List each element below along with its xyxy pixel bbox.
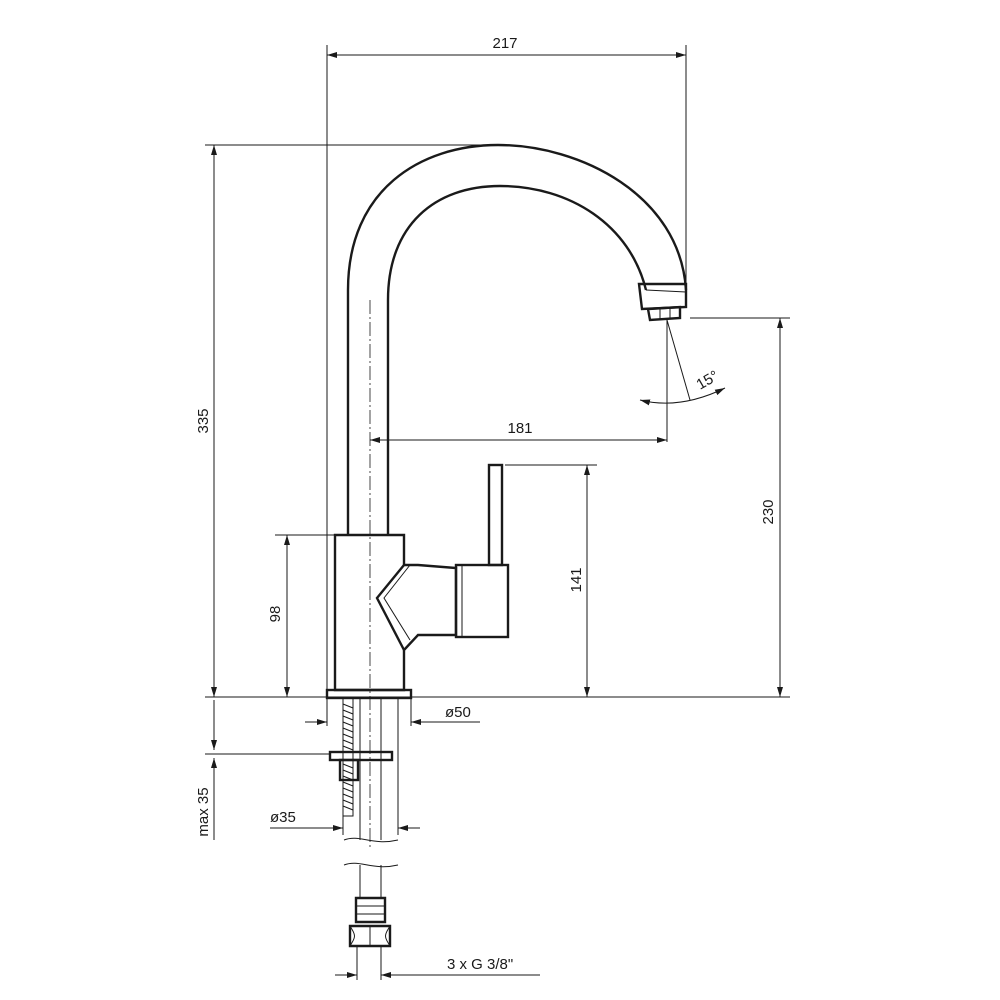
dim-total-width: 217 bbox=[492, 35, 517, 52]
threaded-rod bbox=[342, 697, 354, 817]
dim-body-height: 98 bbox=[267, 606, 284, 623]
dim-hole-diameter: ø35 bbox=[270, 809, 296, 826]
dim-connections: 3 x G 3/8" bbox=[447, 956, 513, 973]
mounting-nut bbox=[338, 758, 360, 782]
dim-lever-height: 141 bbox=[568, 567, 585, 592]
dim-total-height: 335 bbox=[195, 408, 212, 433]
spout-outer bbox=[346, 143, 688, 535]
hose-connector bbox=[348, 896, 392, 948]
lever-handle bbox=[454, 563, 510, 639]
lever-stick bbox=[487, 463, 504, 567]
dim-spout-angle: 15° bbox=[694, 367, 722, 393]
base-plate bbox=[325, 688, 413, 700]
spout-inner bbox=[386, 184, 648, 535]
dim-spout-reach: 181 bbox=[507, 420, 532, 437]
dim-base-diameter: ø50 bbox=[445, 704, 471, 721]
dimension-lines bbox=[205, 45, 790, 980]
faucet-outline bbox=[325, 143, 688, 948]
cartridge-detail bbox=[375, 564, 406, 651]
body-block bbox=[333, 533, 458, 692]
mounting-washer bbox=[328, 750, 394, 762]
aerator bbox=[637, 282, 688, 322]
dim-max-thickness: max 35 bbox=[195, 787, 212, 836]
dim-spout-height: 230 bbox=[760, 499, 777, 524]
